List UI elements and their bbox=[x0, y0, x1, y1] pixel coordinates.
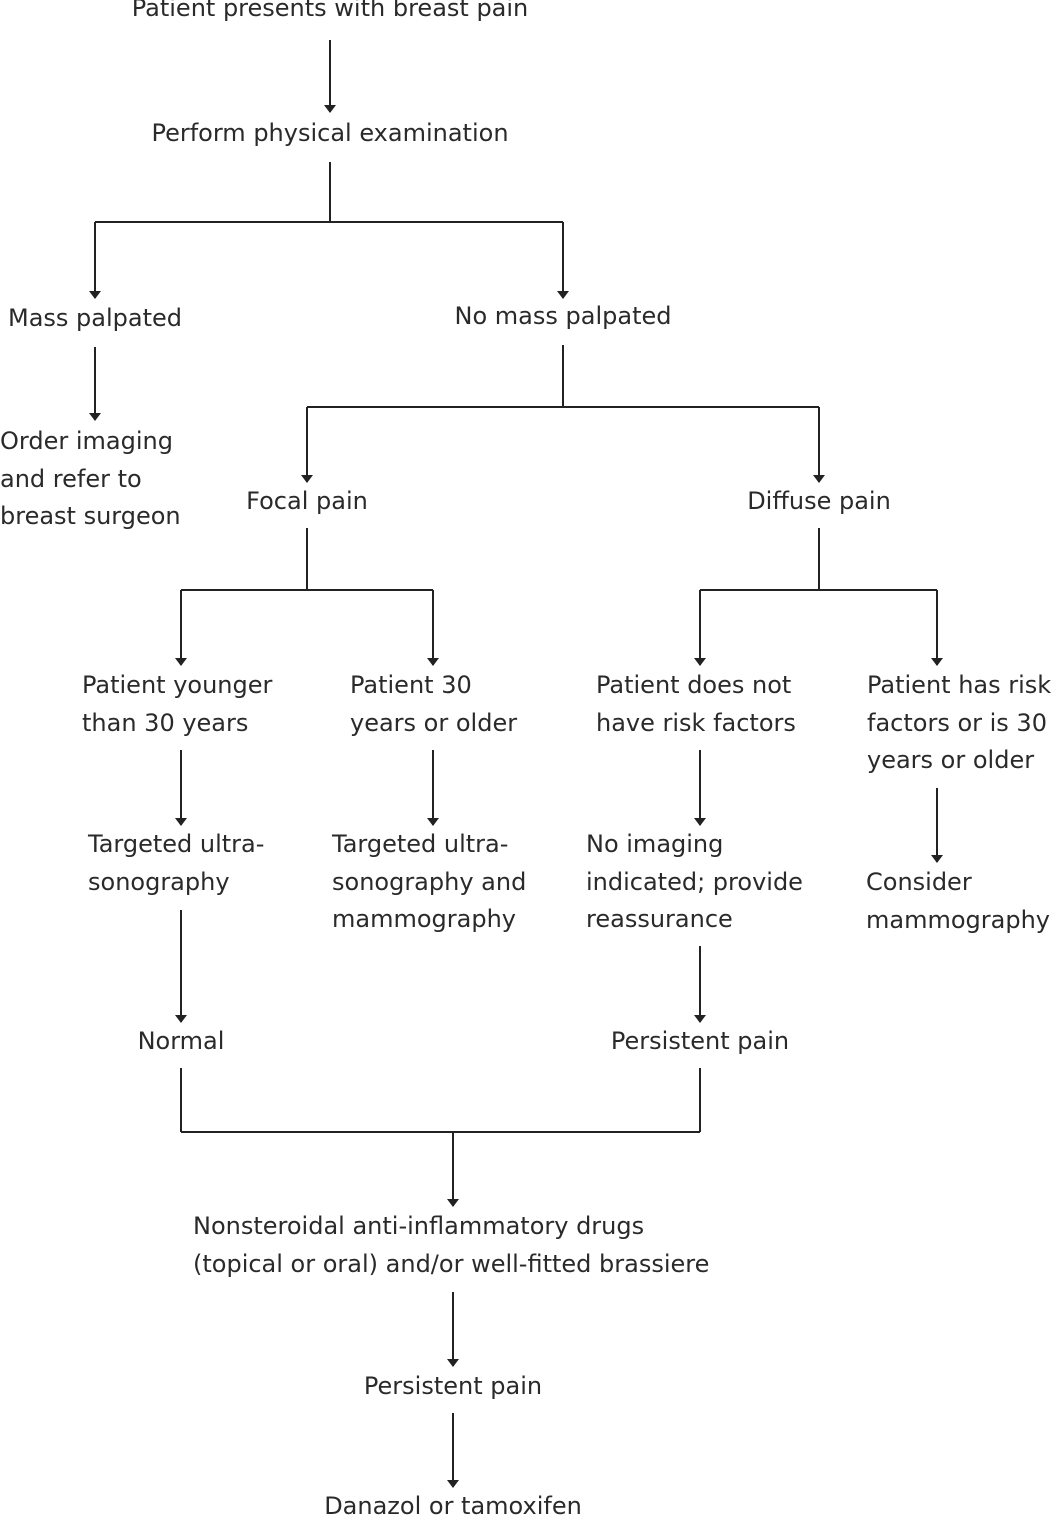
node-line: and refer to bbox=[0, 464, 142, 493]
node-line: years or older bbox=[350, 708, 518, 737]
node-line: Nonsteroidal anti-inflammatory drugs bbox=[193, 1212, 645, 1240]
node-line: mammography bbox=[866, 905, 1050, 934]
node-focal: Focal pain bbox=[246, 487, 368, 515]
node-younger: Patient younger than 30 years bbox=[82, 667, 272, 742]
node-mass: Mass palpated bbox=[7, 304, 183, 332]
node-line: years or older bbox=[867, 746, 1035, 774]
node-line: Targeted ultra- bbox=[332, 830, 509, 858]
node-nsaid: Nonsteroidal anti-inflammatory drugs (to… bbox=[193, 1208, 709, 1283]
node-no-imaging: No imaging indicated; provide reassuranc… bbox=[586, 826, 803, 939]
node-line: mammography bbox=[332, 905, 516, 933]
node-line: reassurance bbox=[586, 905, 733, 933]
node-exam: Perform physical examination bbox=[151, 119, 509, 147]
node-risk: Patient has risk factors or is 30 years … bbox=[867, 667, 1051, 780]
node-line: sonography and bbox=[332, 867, 527, 896]
node-line: Patient does not bbox=[596, 671, 792, 699]
node-line: Consider bbox=[866, 868, 972, 896]
node-line: sonography bbox=[88, 867, 230, 896]
node-line: Patient has risk bbox=[867, 671, 1052, 699]
node-line: factors or is 30 bbox=[867, 708, 1047, 737]
node-persistent-2: Persistent pain bbox=[363, 1372, 543, 1400]
node-line: Patient 30 bbox=[350, 671, 472, 699]
node-line: Patient younger bbox=[82, 671, 273, 699]
node-line: Order imaging bbox=[0, 427, 173, 455]
node-line: Targeted ultra- bbox=[88, 830, 265, 858]
node-line: No imaging bbox=[586, 830, 724, 858]
node-no-mass: No mass palpated bbox=[454, 302, 672, 330]
node-line: breast surgeon bbox=[0, 502, 181, 530]
node-consider: Consider mammography bbox=[866, 864, 1050, 939]
node-older: Patient 30 years or older bbox=[350, 667, 517, 742]
node-normal: Normal bbox=[137, 1027, 225, 1055]
node-no-risk: Patient does not have risk factors bbox=[596, 667, 796, 742]
node-us-young: Targeted ultra- sonography bbox=[88, 826, 264, 901]
node-persistent-1: Persistent pain bbox=[610, 1027, 790, 1055]
node-us-mammo: Targeted ultra- sonography and mammograp… bbox=[332, 826, 526, 939]
node-start: Patient presents with breast pain bbox=[131, 0, 529, 22]
node-diffuse: Diffuse pain bbox=[747, 487, 891, 515]
node-line: have risk factors bbox=[596, 708, 796, 737]
node-order-imaging: Order imaging and refer to breast surgeo… bbox=[0, 423, 181, 536]
node-final: Danazol or tamoxifen bbox=[324, 1492, 582, 1520]
node-line: (topical or oral) and/or well-fitted bra… bbox=[193, 1249, 710, 1278]
node-line: indicated; provide bbox=[586, 867, 803, 896]
node-line: than 30 years bbox=[82, 708, 249, 737]
